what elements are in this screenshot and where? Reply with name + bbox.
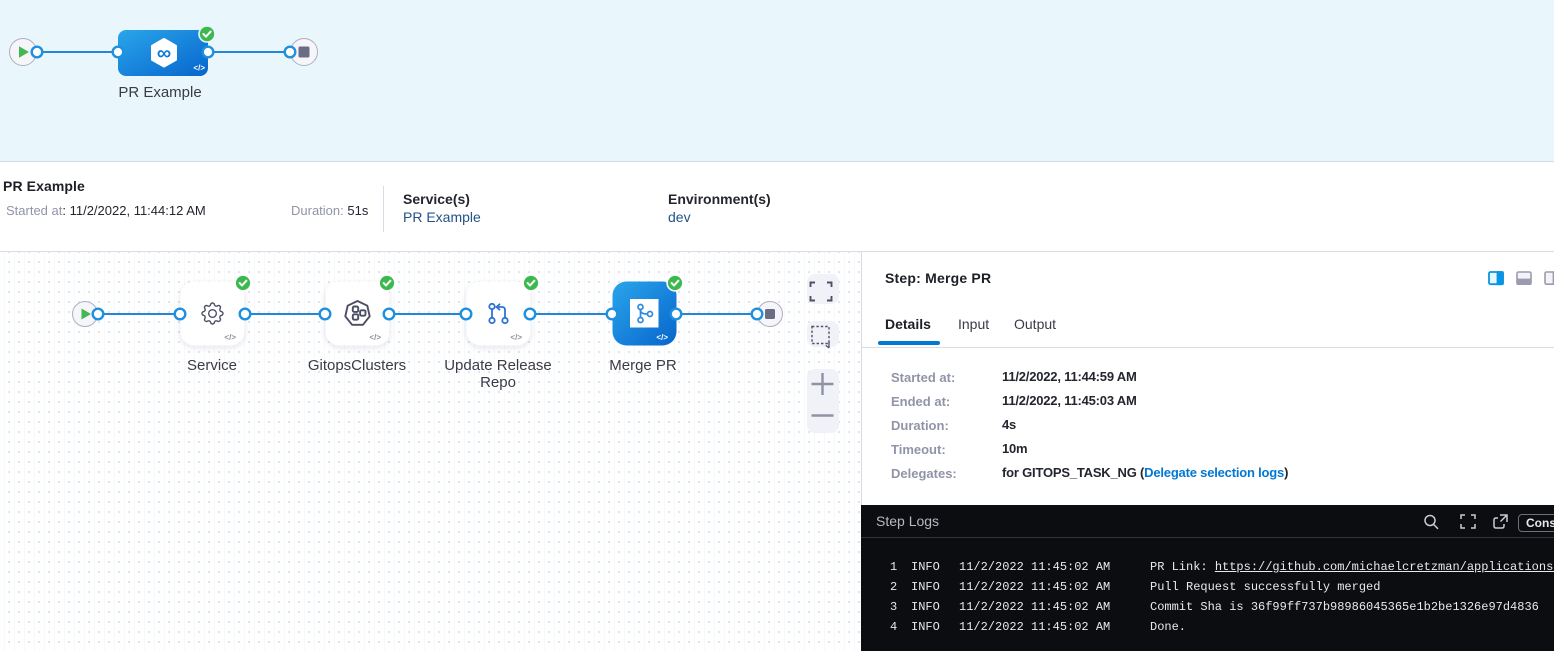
- svg-text:∞: ∞: [157, 43, 171, 65]
- svg-text:</>: </>: [193, 64, 205, 73]
- svg-text:</>: </>: [510, 333, 522, 342]
- svg-text:</>: </>: [224, 333, 236, 342]
- svg-text:</>: </>: [369, 333, 381, 342]
- svg-text:</>: </>: [656, 333, 668, 342]
